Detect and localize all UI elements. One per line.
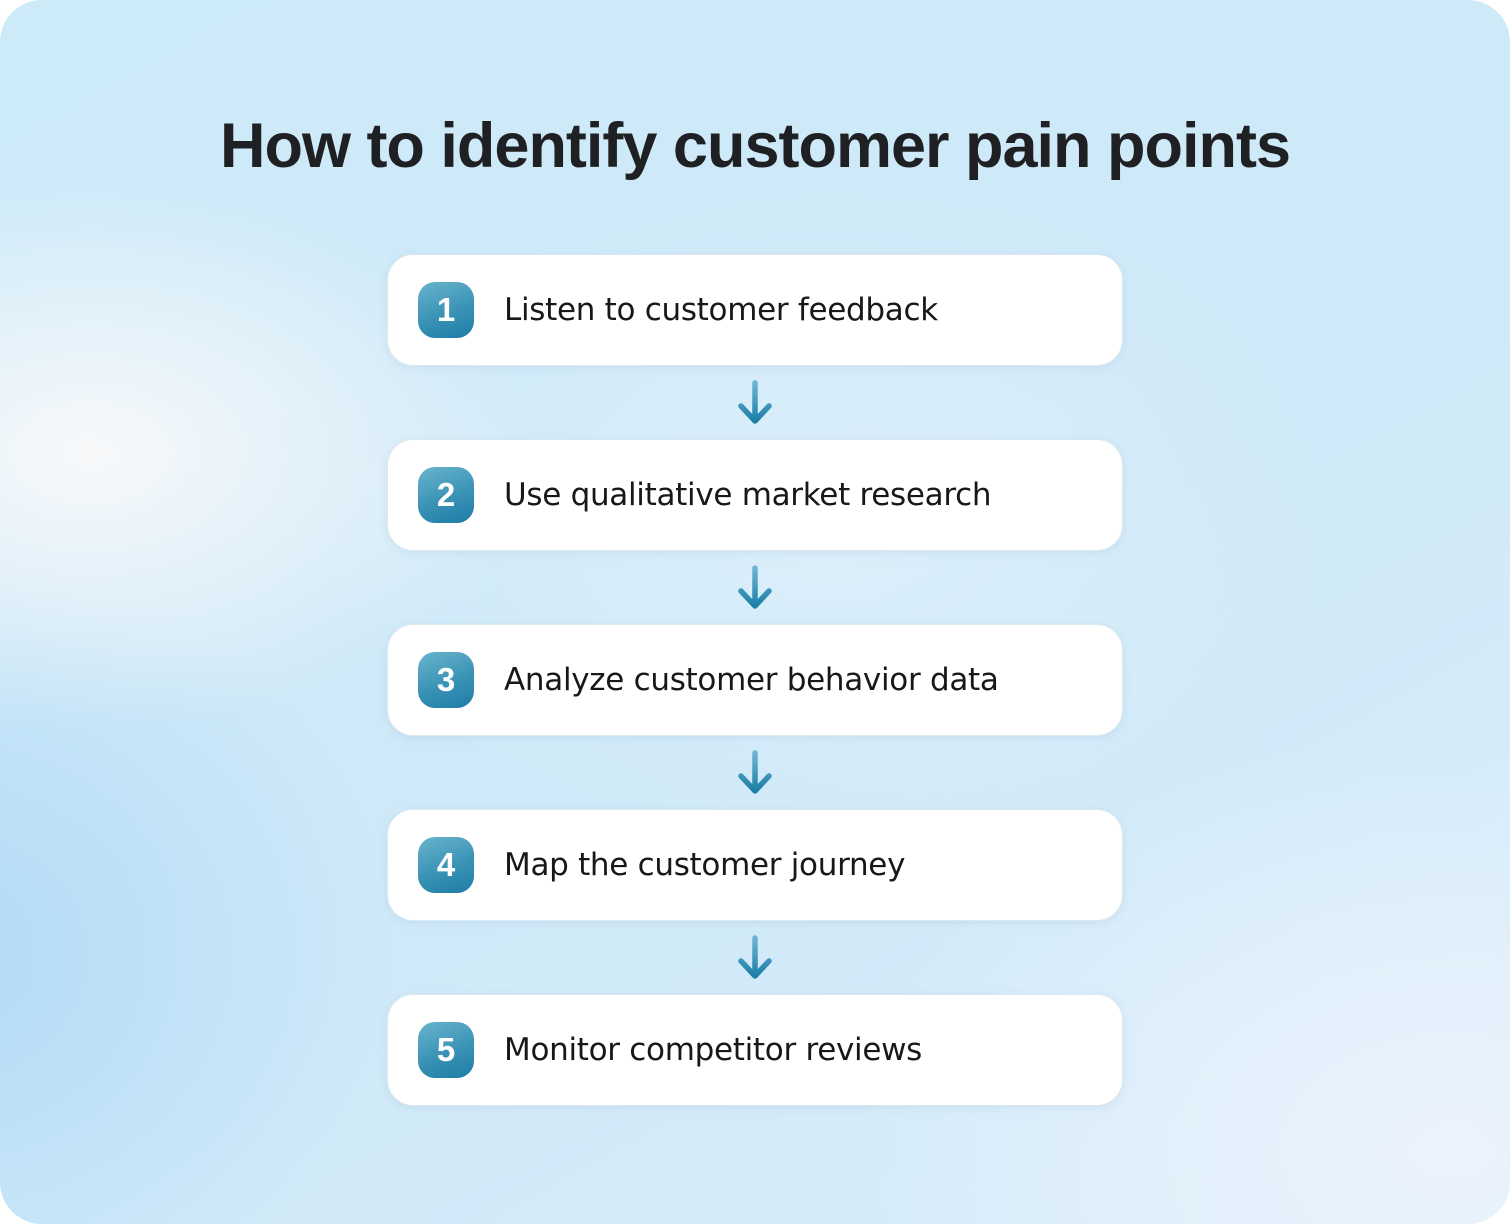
step-label: Use qualitative market research xyxy=(504,477,992,513)
step-number-badge: 4 xyxy=(418,837,474,893)
step-label: Map the customer journey xyxy=(504,847,906,883)
step-card-4: 4 Map the customer journey xyxy=(387,809,1123,921)
step-label: Listen to customer feedback xyxy=(504,292,938,328)
steps-flow: 1 Listen to customer feedback 2 Use qual… xyxy=(387,254,1123,1106)
step-label: Monitor competitor reviews xyxy=(504,1032,923,1068)
step-number-badge: 3 xyxy=(418,652,474,708)
arrow-row xyxy=(387,366,1123,439)
down-arrow-icon xyxy=(738,564,772,609)
step-number-badge: 2 xyxy=(418,467,474,523)
down-arrow-icon xyxy=(738,934,772,979)
step-number-badge: 1 xyxy=(418,282,474,338)
step-card-1: 1 Listen to customer feedback xyxy=(387,254,1123,366)
step-label: Analyze customer behavior data xyxy=(504,662,999,698)
down-arrow-icon xyxy=(738,749,772,794)
step-card-3: 3 Analyze customer behavior data xyxy=(387,624,1123,736)
arrow-row xyxy=(387,736,1123,809)
step-number-badge: 5 xyxy=(418,1022,474,1078)
step-card-2: 2 Use qualitative market research xyxy=(387,439,1123,551)
arrow-row xyxy=(387,921,1123,994)
down-arrow-icon xyxy=(738,379,772,424)
page-title: How to identify customer pain points xyxy=(219,111,1291,181)
arrow-row xyxy=(387,551,1123,624)
step-card-5: 5 Monitor competitor reviews xyxy=(387,994,1123,1106)
